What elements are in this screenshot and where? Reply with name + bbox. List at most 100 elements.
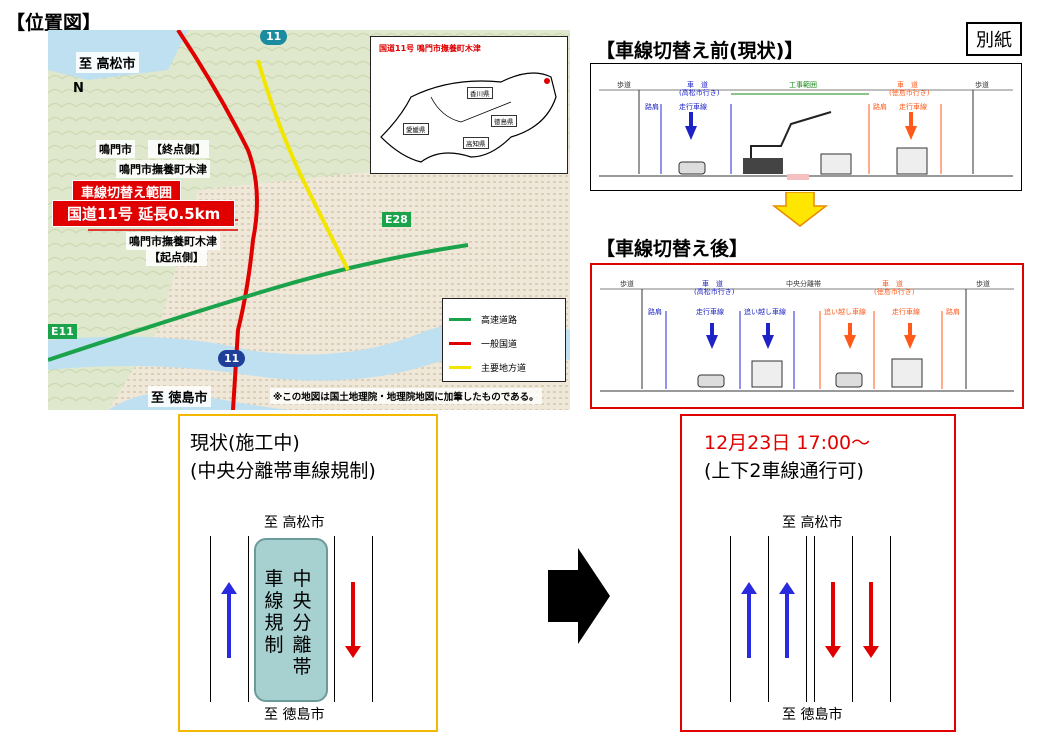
- northbound-lane-arrow-icon: [779, 582, 795, 658]
- current-title-line2: (中央分離帯車線規制): [190, 460, 376, 482]
- expressway-line: [48, 243, 469, 362]
- location-map: 至 高松市 至 徳島市 N 鳴門市 【終点側】 鳴門市撫養町木津 車線切替え範囲…: [48, 30, 570, 410]
- current-to-tokushima: 至 徳島市: [264, 707, 325, 723]
- lane-line: [890, 536, 891, 702]
- legend-swatch: [449, 342, 471, 345]
- legend-item: 一般国道: [449, 337, 517, 350]
- before-sidewalk-left: 歩道: [617, 81, 631, 89]
- future-subtitle: (上下2車線通行可): [704, 460, 864, 482]
- after-road-left: 車 道: [702, 280, 723, 288]
- before-arrow-down: [905, 112, 917, 140]
- after-cross-section: 歩道 歩道 車 道 (高松市行き) 中央分離帯 車 道 (徳島市行き) 路肩 走…: [590, 263, 1024, 409]
- page-title: 【位置図】: [6, 12, 102, 34]
- northbound-arrow-icon: [221, 582, 237, 658]
- north-arrow-icon: N: [73, 81, 84, 96]
- lane-line: [334, 536, 335, 702]
- legend-label: 高速道路: [481, 316, 518, 326]
- national-route-11: [176, 30, 259, 410]
- lane-line: [248, 536, 249, 702]
- before-sidewalk-right: 歩道: [975, 81, 989, 89]
- inset-pref-kagawa: 香川県: [467, 87, 493, 99]
- lane-line: [852, 536, 853, 702]
- southbound-lane-arrow-icon: [863, 582, 879, 658]
- southbound-lane-arrow-icon: [825, 582, 841, 658]
- legend-swatch: [449, 366, 471, 369]
- inset-pref-kochi: 高知県: [463, 137, 489, 149]
- inset-map: 国道11号 鳴門市撫養町木津 香川県 徳島県 愛媛県 高知県: [370, 36, 568, 174]
- inset-title: 国道11号 鳴門市撫養町木津: [379, 44, 481, 53]
- change-arrow-icon: [548, 548, 610, 644]
- after-median: 中央分離帯: [786, 280, 821, 288]
- end-place-label: 鳴門市撫養町木津: [116, 160, 210, 178]
- regulation-text-col1: 車線規制: [264, 568, 284, 656]
- map-city-label: 鳴門市: [96, 140, 135, 158]
- lane-line: [806, 536, 807, 702]
- before-road-left: 車 道: [687, 81, 708, 89]
- map-to-takamatsu: 至 高松市: [76, 52, 139, 73]
- expressway-code-e28: E28: [382, 212, 411, 227]
- before-work-zone: 工事範囲: [789, 81, 817, 89]
- after-arrow-down-1: [844, 323, 856, 349]
- inset-pref-tokushima: 徳島県: [491, 115, 517, 127]
- shikoku-outline: [380, 72, 557, 163]
- legend-label: 一般国道: [481, 340, 518, 350]
- excavator-icon: [750, 111, 832, 174]
- legend-swatch: [449, 318, 471, 321]
- river-area: [48, 320, 570, 381]
- route-shield-icon: 11: [218, 350, 246, 367]
- after-arrow-down-2: [904, 323, 916, 349]
- end-side-label: 【終点側】: [148, 140, 209, 158]
- lane-line: [814, 536, 815, 702]
- map-legend: 高速道路 一般国道 主要地方道: [442, 298, 566, 382]
- lane-line: [372, 536, 373, 702]
- future-status-panel: 12月23日 17:00～ (上下2車線通行可) 至 高松市 至 徳島市: [680, 414, 956, 732]
- legend-item: 主要地方道: [449, 361, 526, 374]
- expressway-code-e11: E11: [48, 324, 77, 339]
- after-pass-right: 追い越し車線: [824, 308, 866, 316]
- southbound-arrow-icon: [345, 582, 361, 658]
- before-title: 【車線切替え前(現状)】: [596, 40, 804, 62]
- after-road-right: 車 道: [882, 280, 903, 288]
- lane-line: [730, 536, 731, 702]
- current-status-panel: 現状(施工中) (中央分離帯車線規制) 至 高松市 至 徳島市 車線規制 中央分…: [178, 414, 438, 732]
- after-title: 【車線切替え後】: [596, 238, 749, 260]
- before-road-left-sub: (高松市行き): [679, 89, 720, 97]
- lane-line: [768, 536, 769, 702]
- before-road-right-sub: (徳島市行き): [889, 89, 930, 97]
- after-pass-left: 追い越し車線: [744, 308, 786, 316]
- legend-label: 主要地方道: [481, 364, 527, 374]
- before-lane-right: 走行車線: [899, 103, 927, 111]
- map-to-tokushima: 至 徳島市: [148, 386, 211, 407]
- future-to-takamatsu: 至 高松市: [782, 515, 843, 531]
- after-lane-right: 走行車線: [892, 308, 920, 316]
- inset-pref-ehime: 愛媛県: [403, 123, 429, 135]
- route-length-tag: 国道11号 延長0.5km: [52, 200, 236, 227]
- after-shoulder-left: 路肩: [648, 308, 662, 316]
- after-sidewalk-left: 歩道: [620, 280, 634, 288]
- before-lane-left: 走行車線: [679, 103, 707, 111]
- before-cross-section: 歩道 歩道 車 道 (高松市行き) 工事範囲 車 道 (徳島市行き) 路肩 走行…: [590, 63, 1022, 191]
- lane-line: [210, 536, 211, 702]
- regulated-median-block: [254, 538, 328, 702]
- before-shoulder-left: 路肩: [645, 103, 659, 111]
- before-arrow-up: [685, 112, 697, 140]
- before-shoulder-right: 路肩: [873, 103, 887, 111]
- after-lane-left: 走行車線: [696, 308, 724, 316]
- attachment-tag: 別紙: [966, 22, 1022, 56]
- start-place-label: 鳴門市撫養町木津: [126, 232, 220, 250]
- prefectural-road: [256, 59, 350, 271]
- before-road-right: 車 道: [897, 81, 918, 89]
- switch-date-time: 12月23日 17:00～: [704, 432, 871, 454]
- after-road-right-sub: (徳島市行き): [874, 288, 915, 296]
- future-to-tokushima: 至 徳島市: [782, 707, 843, 723]
- after-shoulder-right: 路肩: [946, 308, 960, 316]
- transition-arrow-icon: [771, 192, 829, 227]
- after-arrow-up-2: [762, 323, 774, 349]
- map-note: ※この地図は国土地理院・地理院地図に加筆したものである。: [270, 388, 542, 404]
- start-side-label: 【起点側】: [146, 248, 207, 266]
- after-section-drawing: [600, 288, 1014, 392]
- regulation-text-col2: 中央分離帯: [292, 568, 312, 678]
- legend-item: 高速道路: [449, 313, 517, 326]
- northbound-lane-arrow-icon: [741, 582, 757, 658]
- after-sidewalk-right: 歩道: [976, 280, 990, 288]
